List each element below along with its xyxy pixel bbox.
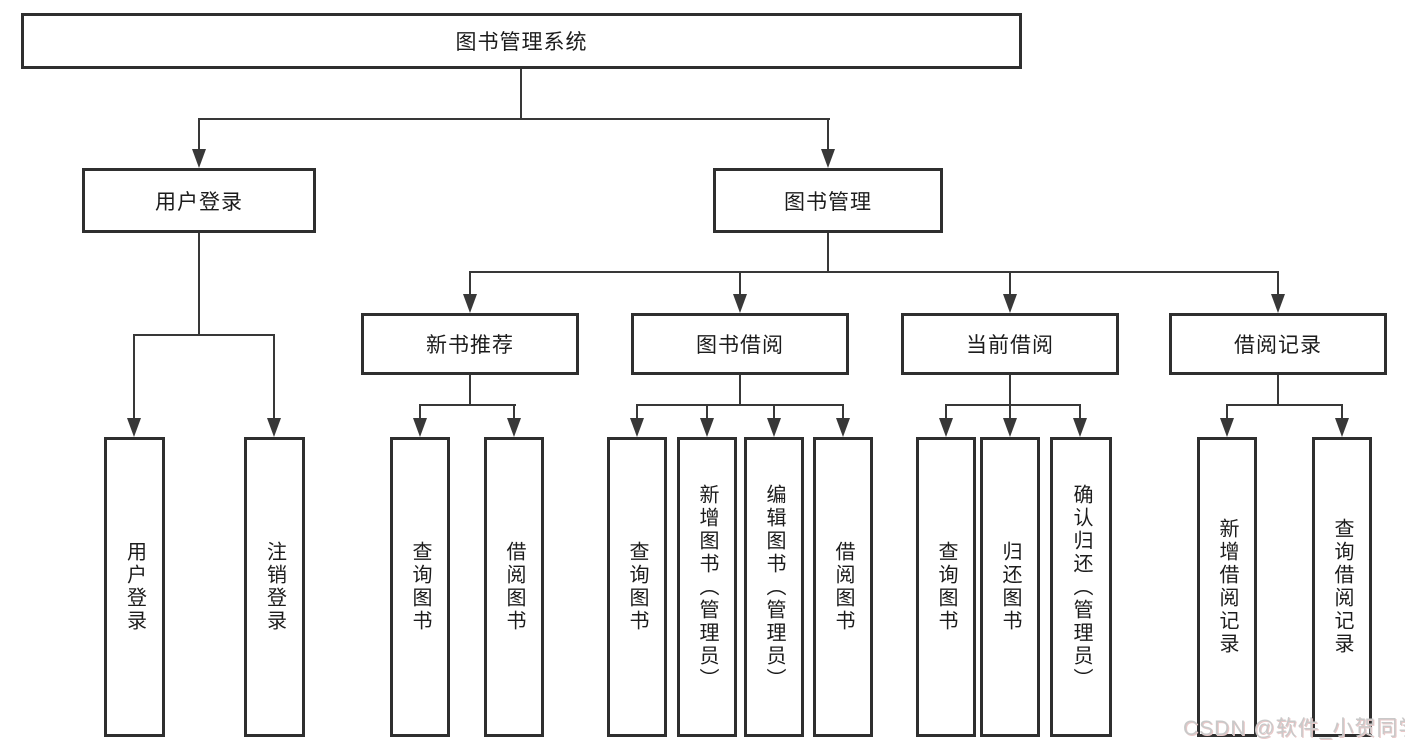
connector-book-borrow-leg-1 [636, 406, 638, 419]
connector-current-borrow-bus [945, 404, 1081, 406]
connector-book-borrow-stem [739, 375, 741, 406]
csdn-watermark: CSDN @软件_小贺同学 [1183, 717, 1405, 740]
connector-new-book-stem [469, 375, 471, 406]
connector-book-mgmt-stem [827, 233, 829, 273]
arrowhead-to-query-book-3 [939, 418, 953, 437]
node-borrowing-records: 借阅记录 [1169, 313, 1387, 375]
arrowhead-to-user-login [192, 149, 206, 168]
connector-borrow-records-leg-1 [1226, 406, 1228, 419]
leaf-logout: 注销登录 [244, 437, 305, 737]
arrowhead-to-query-book-1 [413, 418, 427, 437]
connector-borrow-records-leg-2 [1341, 406, 1343, 419]
connector-new-book-bus [419, 404, 516, 406]
connector-book-borrow-leg-4 [842, 406, 844, 419]
leaf-query-borrow-record: 查询借阅记录 [1312, 437, 1372, 737]
node-book-borrowing: 图书借阅 [631, 313, 849, 375]
connector-current-borrow-stem [1009, 375, 1011, 406]
leaf-add-borrow-record: 新增借阅记录 [1197, 437, 1257, 737]
arrowhead-to-confirm-return [1073, 418, 1087, 437]
arrowhead-to-borrow-records [1271, 294, 1285, 313]
connector-book-borrow-leg-2 [706, 406, 708, 419]
connector-user-login-bus [133, 334, 275, 336]
arrowhead-to-edit-book [767, 418, 781, 437]
connector-borrow-records-bus [1226, 404, 1343, 406]
arrowhead-to-add-record [1220, 418, 1234, 437]
connector-book-mgmt-leg-2 [739, 273, 741, 296]
leaf-borrow-book-1: 借阅图书 [484, 437, 544, 737]
leaf-edit-book-admin: 编辑图书（管理员） [744, 437, 804, 737]
connector-book-mgmt-leg-4 [1277, 273, 1279, 296]
arrowhead-to-current-borrow [1003, 294, 1017, 313]
connector-root-leg-right [827, 120, 829, 151]
leaf-borrow-book-2: 借阅图书 [813, 437, 873, 737]
arrowhead-to-query-record [1335, 418, 1349, 437]
leaf-query-book-3: 查询图书 [916, 437, 976, 737]
leaf-add-book-admin: 新增图书（管理员） [677, 437, 737, 737]
connector-current-borrow-leg-3 [1079, 406, 1081, 419]
node-current-borrowing: 当前借阅 [901, 313, 1119, 375]
connector-user-login-leg-1 [133, 336, 135, 419]
connector-user-login-leg-2 [273, 336, 275, 419]
arrowhead-to-book-management [821, 149, 835, 168]
arrowhead-to-book-borrow [733, 294, 747, 313]
arrowhead-to-borrow-book-1 [507, 418, 521, 437]
arrowhead-to-leaf-logout [267, 418, 281, 437]
connector-user-login-stem [198, 233, 200, 336]
node-user-login: 用户登录 [82, 168, 316, 233]
connector-root-leg-left [198, 120, 200, 151]
connector-book-mgmt-leg-3 [1009, 273, 1011, 296]
leaf-query-book-1: 查询图书 [390, 437, 450, 737]
arrowhead-to-borrow-book-2 [836, 418, 850, 437]
connector-book-borrow-bus [636, 404, 844, 406]
arrowhead-to-add-book [700, 418, 714, 437]
leaf-query-book-2: 查询图书 [607, 437, 667, 737]
connector-new-book-leg-1 [419, 406, 421, 419]
node-book-management: 图书管理 [713, 168, 943, 233]
connector-current-borrow-leg-1 [945, 406, 947, 419]
connector-book-borrow-leg-3 [773, 406, 775, 419]
arrowhead-to-new-book-rec [463, 294, 477, 313]
connector-book-mgmt-leg-1 [469, 273, 471, 296]
connector-borrow-records-stem [1277, 375, 1279, 406]
leaf-return-book: 归还图书 [980, 437, 1040, 737]
connector-root-bus [198, 118, 830, 120]
connector-current-borrow-leg-2 [1009, 406, 1011, 419]
connector-book-mgmt-bus [469, 271, 1279, 273]
node-new-book-recommendation: 新书推荐 [361, 313, 579, 375]
node-library-management-system: 图书管理系统 [21, 13, 1022, 69]
arrowhead-to-leaf-user-login [127, 418, 141, 437]
connector-new-book-leg-2 [513, 406, 515, 419]
arrowhead-to-return-book [1003, 418, 1017, 437]
arrowhead-to-query-book-2 [630, 418, 644, 437]
connector-root-stem [520, 69, 522, 120]
leaf-confirm-return-admin: 确认归还（管理员） [1050, 437, 1112, 737]
leaf-user-login: 用户登录 [104, 437, 165, 737]
